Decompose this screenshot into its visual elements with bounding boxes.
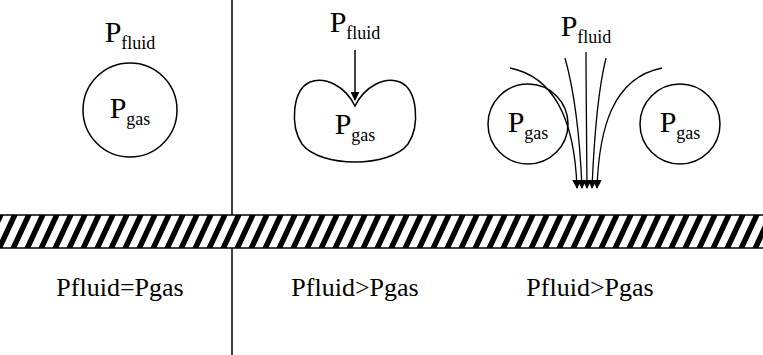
bubble-outline bbox=[488, 84, 568, 164]
gas-bubble: Pgas bbox=[82, 62, 178, 158]
pressure-arrow bbox=[354, 50, 356, 100]
flow-line bbox=[597, 68, 662, 188]
panel-divider bbox=[231, 0, 233, 355]
gas-pressure-label: Pgas bbox=[335, 106, 376, 147]
bubble-outline bbox=[83, 63, 177, 157]
gas-pressure-label: Pgas bbox=[110, 90, 151, 131]
condition-label: Pfluid=Pgas bbox=[56, 272, 183, 303]
gas-bubble: Pgas bbox=[639, 83, 721, 165]
bubble-outline bbox=[294, 80, 415, 162]
bubble-outline bbox=[640, 84, 720, 164]
gas-bubble: Pgas bbox=[487, 83, 569, 165]
pressure-label: Pfluid bbox=[561, 8, 612, 49]
condition-label: Pfluid>Pgas bbox=[526, 272, 653, 303]
flow-line bbox=[592, 58, 606, 188]
gas-pressure-label: Pgas bbox=[660, 104, 701, 145]
bubble-outline bbox=[290, 76, 420, 166]
deformed-bubble: Pgas bbox=[290, 76, 420, 166]
pressure-label: Pfluid bbox=[330, 4, 381, 45]
pressure-label: Pfluid bbox=[105, 14, 156, 55]
flow-lines bbox=[510, 52, 662, 188]
gas-pressure-label: Pgas bbox=[508, 104, 549, 145]
hatched-wall bbox=[0, 215, 763, 248]
flow-line bbox=[586, 52, 587, 188]
condition-label: Pfluid>Pgas bbox=[291, 272, 418, 303]
